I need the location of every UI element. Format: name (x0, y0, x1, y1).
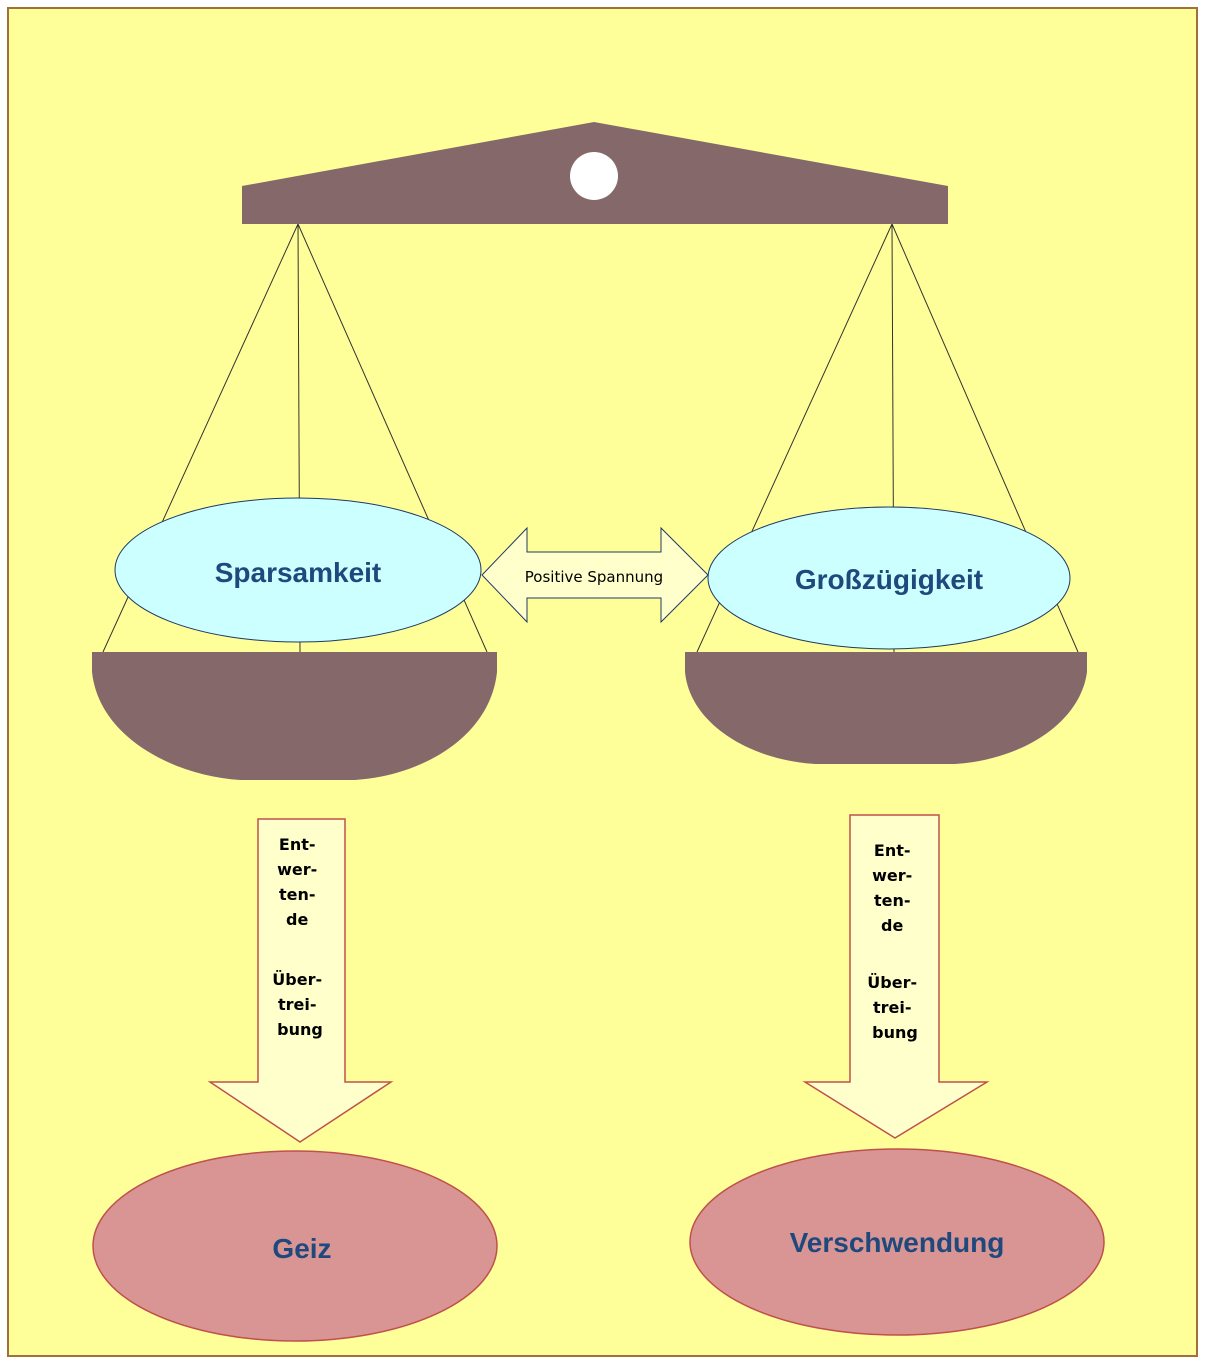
right-exaggeration-line: wer- (872, 866, 912, 885)
left-scale-pan (92, 652, 497, 780)
positive-tension-arrow (481, 526, 709, 624)
virtue-ellipse-left (114, 497, 482, 643)
right-exaggeration-line: ten- (874, 891, 911, 910)
right-exaggeration-text: Ent- wer- ten- de Über- trei- bung (867, 841, 922, 1042)
left-exaggeration-text: Ent- wer- ten- de Über- trei- bung (272, 835, 327, 1039)
virtue-label-left: Sparsamkeit (215, 557, 382, 588)
beam-pivot-hole (570, 152, 618, 200)
left-exaggeration-arrow-shape (207, 818, 394, 1143)
right-exaggeration-line: Ent- (874, 841, 911, 860)
left-exaggeration-line: Über- (272, 970, 322, 989)
virtue-ellipse-right (707, 506, 1071, 650)
left-exaggeration-line: wer- (277, 860, 317, 879)
right-exaggeration-line: de (881, 916, 903, 935)
left-exaggeration-line: bung (277, 1020, 323, 1039)
vice-ellipse-right (689, 1148, 1105, 1336)
vice-label-left: Geiz (272, 1233, 331, 1264)
vice-label-right: Verschwendung (790, 1227, 1005, 1258)
left-exaggeration-line: de (286, 910, 308, 929)
left-exaggeration-line: trei- (278, 995, 317, 1014)
left-exaggeration-line: Ent- (279, 835, 316, 854)
right-scale-pan (685, 652, 1087, 764)
left-exaggeration-line: ten- (279, 885, 316, 904)
virtue-label-right: Großzügigkeit (795, 564, 983, 595)
right-exaggeration-line: Über- (867, 973, 917, 992)
right-exaggeration-line: bung (872, 1023, 918, 1042)
right-exaggeration-arrow (802, 814, 990, 1139)
right-exaggeration-line: trei- (873, 998, 912, 1017)
positive-tension-label: Positive Spannung (525, 568, 663, 586)
vice-ellipse-left (92, 1150, 498, 1342)
